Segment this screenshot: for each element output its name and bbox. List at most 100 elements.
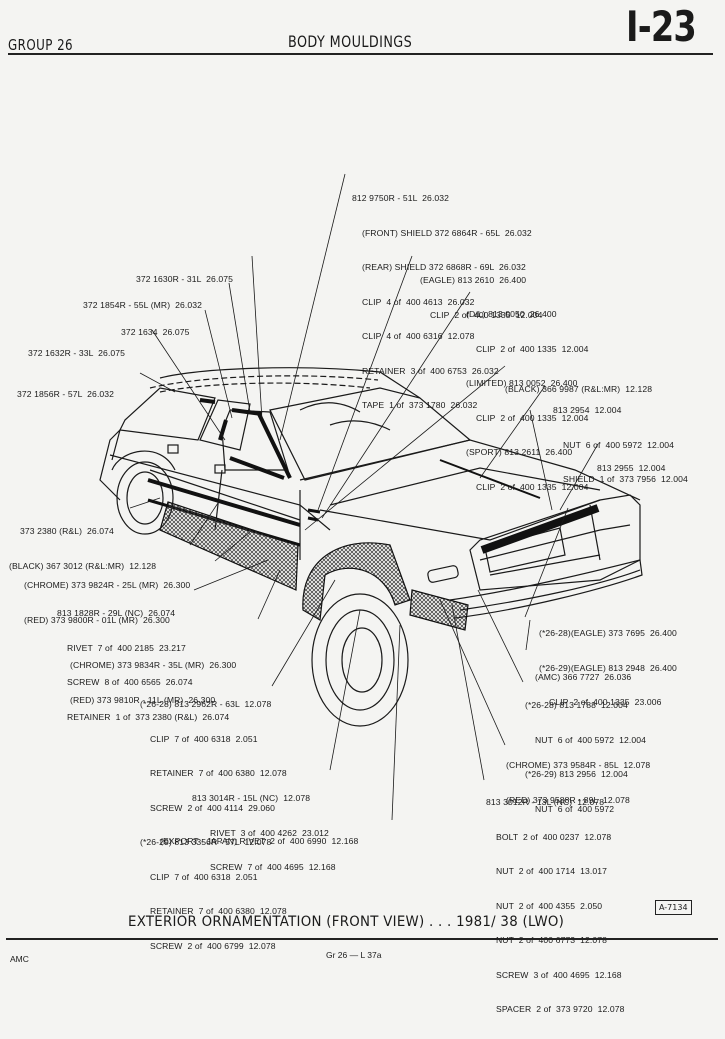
- callout-line: 372 1854R - 55L (MR) 26.032: [83, 300, 203, 310]
- callout-line: SCREW 2 of 400 6799 12.078: [150, 940, 276, 951]
- catalog-page: GROUP 26 BODY MOULDINGS I-23: [6, 2, 718, 1014]
- leader-lines: [129, 173, 599, 821]
- callout-chrome-9584: (CHROME) 373 9584R - 85L 12.078 (RED) 37…: [506, 737, 650, 829]
- callout-line: (BLACK) 367 3012 (R&L:MR) 12.128: [9, 561, 157, 571]
- callout-line: SHIELD 1 of 373 7956 12.004: [563, 474, 688, 484]
- callout-left-1632: 372 1632R - 33L 26.075: [28, 325, 125, 383]
- hatched-panels: [159, 501, 469, 631]
- footer-page-ref: Gr 26 — L 37a: [326, 950, 382, 960]
- callout-chrome-9824: (CHROME) 373 9824R - 25L (MR) 26.300 (RE…: [24, 557, 190, 649]
- callout-line: TAPE 1 of 373 1780 26.032: [362, 400, 478, 410]
- callout-line: CLIP 2 of 400 1335 23.006: [549, 697, 662, 707]
- callout-line: (*26-28) 813 2962R - 63L 12.078: [140, 699, 272, 709]
- callout-line: (*26-29)(EAGLE) 813 2948 26.400: [539, 662, 677, 673]
- callout-rear-wheel: 373 2380 (R&L) 26.074: [20, 503, 114, 561]
- callout-line: (RED) 373 9588R - 89L 12.078: [506, 794, 630, 805]
- callout-line: 813 3012R - 13L (NC) 12.078: [486, 797, 605, 807]
- callout-eagle-badge: (EAGLE) 813 2610 26.400 CLIP 2 of 400 13…: [420, 252, 543, 344]
- callout-left-1630: 372 1630R - 31L 26.075: [136, 251, 233, 309]
- callout-line: (FRONT) SHIELD 372 6864R - 65L 26.032: [362, 227, 532, 238]
- callout-amc-emblem: (AMC) 366 7727 26.036: [535, 649, 631, 707]
- callout-line: NUT 6 of 400 5972 12.004: [563, 439, 674, 450]
- callout-grille-moulding: 813 2955 12.004: [597, 440, 666, 498]
- callout-line: RIVET 7 of 400 2185 23.217: [67, 642, 186, 653]
- callout-bumper-1788: (*26-28) 813 1788 12.004 NUT 6 of 400 59…: [525, 677, 646, 838]
- callout-line: NUT 2 of 400 4355 2.050: [496, 900, 603, 911]
- callout-line: CLIP 2 of 400 1335 12.004: [476, 481, 589, 492]
- reference-code: A-7134: [655, 900, 692, 915]
- callout-line: (EAGLE) 813 2610 26.400: [420, 275, 527, 285]
- callout-line: (*26-28)(EAGLE) 373 7695 26.400: [539, 628, 677, 638]
- callout-line: NUT 2 of 400 6773 12.078: [496, 935, 607, 945]
- callout-left-1854: 372 1854R - 55L (MR) 26.032: [83, 277, 202, 335]
- callout-line: (REAR) SHIELD 372 6868R - 69L 26.032: [362, 262, 526, 272]
- callout-line: SPACER 2 of 373 9720 12.078: [496, 1004, 625, 1014]
- callout-line: (RED) 373 9800R - 01L (MR) 26.300: [24, 614, 170, 625]
- callout-line: 372 1630R - 31L 26.075: [136, 274, 234, 284]
- callout-line: RETAINER 7 of 400 6380 12.078: [150, 906, 287, 916]
- callout-line: 812 9750R - 51L 26.032: [352, 193, 450, 203]
- callout-line: 813 3014R - 15L (NC) 12.078: [192, 793, 311, 803]
- callout-line: (CHROME) 373 9834R - 35L (MR) 26.300: [70, 660, 237, 670]
- callout-line: (LIMITED) 813 0052 26.400: [466, 378, 578, 388]
- callout-line: SCREW 8 of 400 6565 26.074: [67, 677, 193, 687]
- footer-brand: AMC: [10, 954, 29, 964]
- callout-hood-moulding: 813 2954 12.004 NUT 6 of 400 5972 12.004…: [553, 382, 688, 509]
- callout-line: CLIP 2 of 400 1335 12.004: [430, 309, 543, 320]
- callout-line: (*26-29) 813 3356R - 57L 12.078: [140, 837, 272, 847]
- callout-line: 372 1632R - 33L 26.075: [28, 348, 126, 358]
- callout-wheel-flare: (*26-28) 813 2962R - 63L 12.078 CLIP 7 o…: [140, 676, 287, 975]
- callout-line: 813 2954 12.004: [553, 405, 622, 415]
- callout-line: CLIP 7 of 400 6318 2.051: [150, 871, 258, 882]
- callout-line: SCREW 7 of 400 4695 12.168: [210, 862, 336, 872]
- callout-line: (*26-28) 813 1788 12.004: [525, 700, 628, 710]
- callout-eagle-front: (*26-28)(EAGLE) 373 7695 26.400 (*26-29)…: [539, 605, 677, 732]
- callout-line: (CHROME) 373 9824R - 25L (MR) 26.300: [24, 580, 191, 590]
- callout-rocker: 813 1828R - 29L (NC) 26.074 RIVET 7 of 4…: [57, 585, 229, 746]
- callout-line: 813 2955 12.004: [597, 463, 666, 473]
- callout-line: NUT 2 of 400 1714 13.017: [496, 866, 607, 876]
- callout-roof-rack: 812 9750R - 51L 26.032 (FRONT) SHIELD 37…: [352, 170, 532, 435]
- callout-line: 813 1828R - 29L (NC) 26.074: [57, 608, 176, 618]
- callout-line: CLIP 4 of 400 6316 12.078: [362, 331, 475, 341]
- group-label: GROUP 26: [8, 36, 74, 54]
- callout-bumper-3012: 813 3012R - 13L (NC) 12.078 BOLT 2 of 40…: [486, 774, 625, 1039]
- car-illustration: [99, 173, 643, 821]
- callout-line: (D/L) 813 0050 26.400: [466, 309, 557, 319]
- figure-caption: EXTERIOR ORNAMENTATION (FRONT VIEW) . . …: [128, 914, 565, 930]
- callout-line: (SPORT) 813 2611 26.400: [466, 447, 573, 457]
- header-rule: [8, 53, 713, 55]
- callout-line: CLIP 2 of 400 1335 12.004: [476, 343, 589, 354]
- callout-line: RIVET 3 of 400 4262 23.012: [210, 827, 329, 838]
- callout-line: BOLT 2 of 400 0237 12.078: [496, 831, 612, 842]
- callout-left-1856: 372 1856R - 57L 26.032: [17, 366, 114, 424]
- callout-line: (CHROME) 373 9584R - 85L 12.078: [506, 760, 651, 770]
- callout-line: CLIP 2 of 400 1335 12.004: [476, 412, 589, 423]
- callout-line: (EXPORT - JAPAN) RIVET 2 of 400 6990 12.…: [160, 836, 359, 846]
- callout-line: (RED) 373 9810R - 11L (MR) 26.300: [70, 694, 216, 705]
- callout-line: SCREW 3 of 400 4695 12.168: [496, 969, 622, 980]
- footer-rule: [6, 938, 718, 940]
- section-title: BODY MOULDINGS: [288, 32, 413, 51]
- callout-line: CLIP 4 of 400 4613 26.032: [362, 296, 475, 307]
- callout-line: 372 1856R - 57L 26.032: [17, 389, 115, 399]
- callout-line: (*26-29) 813 2956 12.004: [525, 769, 628, 779]
- callout-black-mirror: (BLACK) 366 9987 (R&L:MR) 12.128: [505, 361, 652, 419]
- page-number: I-23: [626, 2, 697, 51]
- callout-line: NUT 6 of 400 5972: [535, 803, 615, 814]
- callout-line: NUT 6 of 400 5972 12.004: [535, 734, 646, 745]
- callout-left-1634: 372 1634 26.075: [121, 304, 190, 362]
- callout-export-japan: (EXPORT - JAPAN) RIVET 2 of 400 6990 12.…: [160, 813, 358, 871]
- callout-trim-badges: (D/L) 813 0050 26.400 CLIP 2 of 400 1335…: [466, 286, 589, 516]
- callout-line: (AMC) 366 7727 26.036: [535, 672, 632, 682]
- callout-black-3012: (BLACK) 367 3012 (R&L:MR) 12.128: [9, 538, 156, 596]
- callout-line: 372 1634 26.075: [121, 327, 190, 337]
- callout-line: RETAINER 1 of 373 2380 (R&L) 26.074: [67, 711, 230, 722]
- callout-fender-3014: 813 3014R - 15L (NC) 12.078 RIVET 3 of 4…: [192, 770, 336, 897]
- callout-line: CLIP 7 of 400 6318 2.051: [150, 733, 258, 744]
- callout-line: RETAINER 7 of 400 6380 12.078: [150, 768, 287, 778]
- callout-line: RETAINER 3 of 400 6753 26.032: [362, 365, 499, 376]
- callout-line: (BLACK) 366 9987 (R&L:MR) 12.128: [505, 384, 653, 394]
- callout-chrome-9834: (CHROME) 373 9834R - 35L (MR) 26.300 (RE…: [70, 637, 236, 729]
- callout-line: SCREW 2 of 400 4114 29.060: [150, 802, 276, 813]
